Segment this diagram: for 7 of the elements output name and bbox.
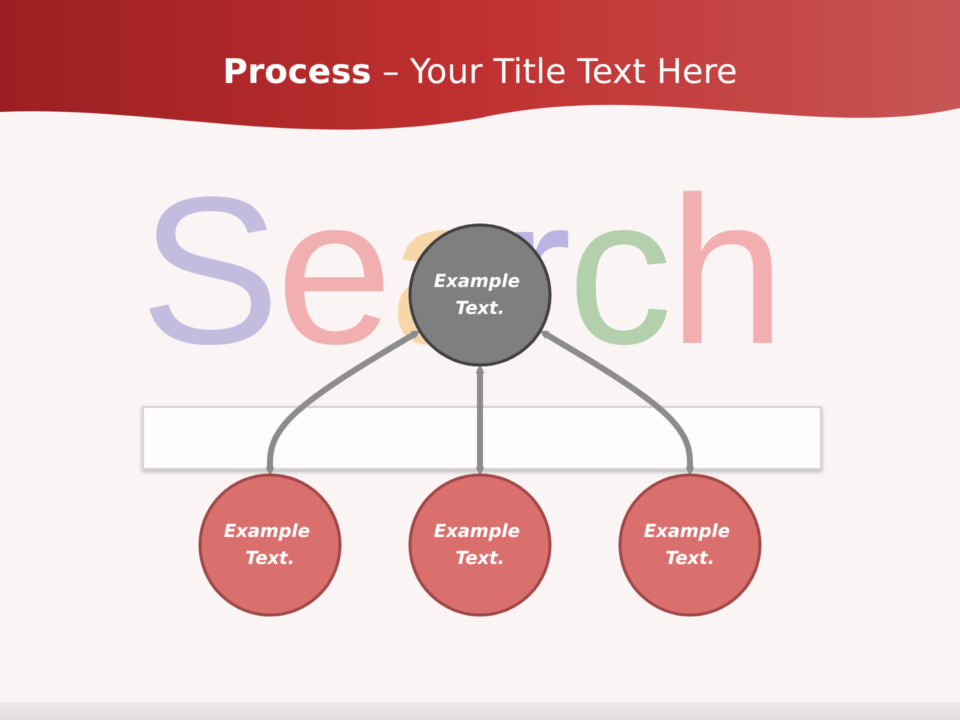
slide-title: Process – Your Title Text Here	[222, 52, 738, 92]
node-circle	[408, 474, 552, 616]
arrow	[476, 365, 484, 476]
node-circle	[618, 474, 762, 616]
arrow	[266, 330, 420, 476]
arrow	[540, 330, 694, 476]
node-circle	[198, 474, 342, 616]
